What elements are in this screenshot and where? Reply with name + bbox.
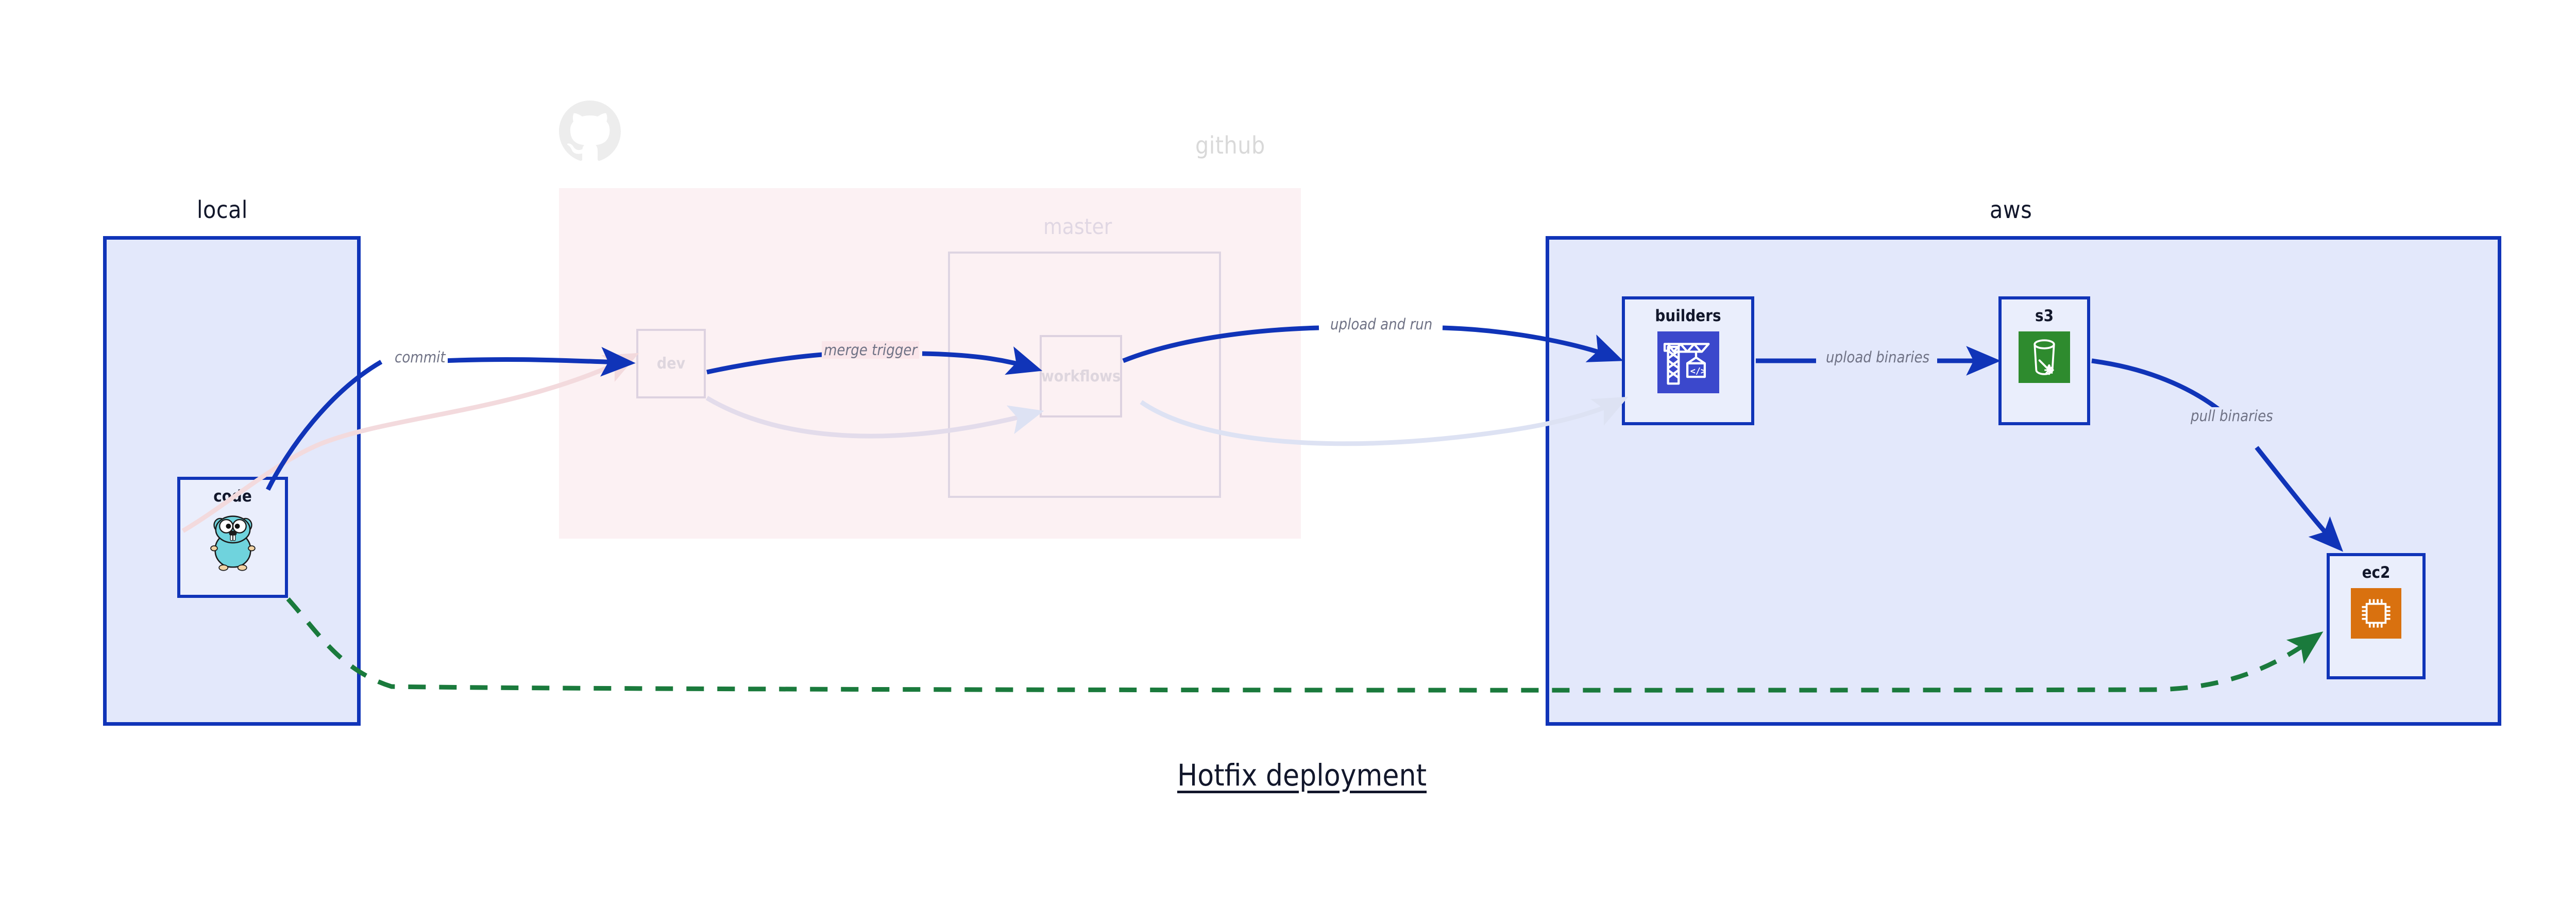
node-code-label: code	[213, 487, 252, 506]
edge-label-upload-and-run: upload and run	[1328, 315, 1435, 333]
group-title-local: local	[197, 196, 248, 224]
aws-ec2-chip-icon	[2351, 588, 2401, 641]
aws-crane-builder-icon: </>	[1657, 331, 1719, 396]
node-s3[interactable]: s3	[1998, 296, 2090, 425]
edge-label-commit: commit	[393, 348, 448, 366]
subgroup-master	[948, 252, 1221, 498]
group-title-aws: aws	[1990, 196, 2032, 224]
node-ec2-label: ec2	[2362, 563, 2391, 582]
node-ec2[interactable]: ec2	[2327, 553, 2426, 679]
node-builders[interactable]: builders	[1622, 296, 1754, 425]
edge-label-upload-binaries: upload binaries	[1824, 348, 1932, 366]
node-dev[interactable]: dev	[636, 329, 706, 398]
node-dev-label: dev	[656, 355, 686, 373]
edge-label-merge-trigger: merge trigger	[822, 341, 920, 359]
edge-label-pull-binaries: pull binaries	[2189, 407, 2275, 425]
diagram-title: Hotfix deployment	[1177, 758, 1427, 793]
node-workflows-label: workflows	[1041, 367, 1121, 386]
subgroup-title-master: master	[1043, 214, 1112, 239]
group-title-github: github	[1195, 131, 1265, 159]
github-octocat-icon	[559, 101, 621, 165]
node-code[interactable]: code	[177, 477, 288, 598]
aws-s3-bucket-icon	[2019, 331, 2070, 386]
go-gopher-icon	[205, 512, 261, 575]
node-builders-label: builders	[1655, 307, 1721, 325]
svg-text:</>: </>	[1690, 366, 1705, 376]
node-s3-label: s3	[2035, 307, 2054, 325]
node-workflows[interactable]: workflows	[1040, 335, 1122, 417]
